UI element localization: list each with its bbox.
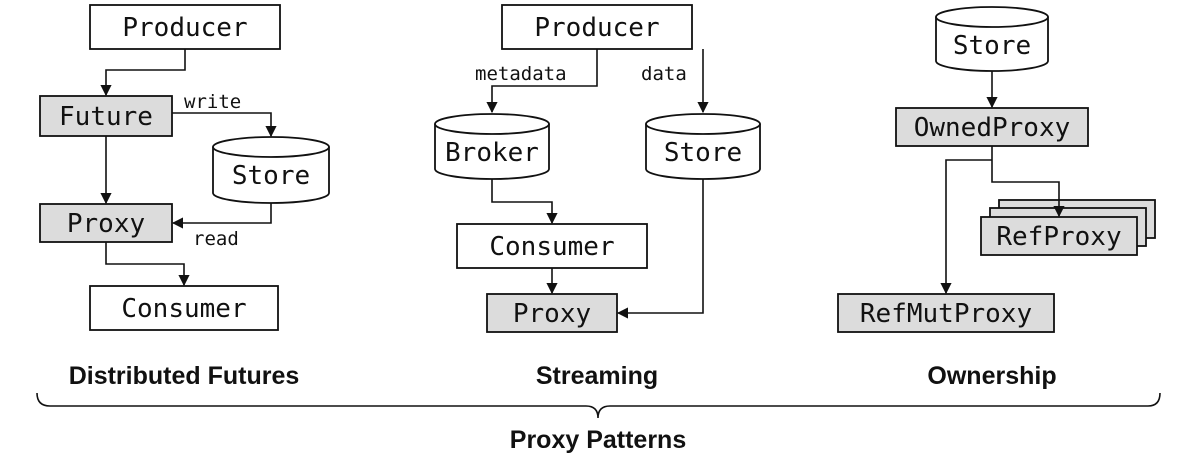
- futures-consumer-node: Consumer: [89, 285, 279, 331]
- footer-title: Proxy Patterns: [510, 426, 686, 454]
- futures-store-label: Store: [232, 161, 310, 191]
- ownership-owned-proxy-label: OwnedProxy: [914, 113, 1071, 143]
- streaming-proxy-label: Proxy: [513, 299, 591, 329]
- ownership-owned-proxy-node: OwnedProxy: [895, 107, 1089, 147]
- ownership-store-node: Store: [935, 6, 1049, 72]
- futures-producer-node: Producer: [89, 4, 281, 50]
- ownership-edge-owned-ref: [991, 146, 1065, 218]
- futures-write-label: write: [184, 91, 241, 113]
- ownership-ref-mut-proxy-label: RefMutProxy: [860, 299, 1032, 329]
- streaming-metadata-label: metadata: [475, 63, 567, 85]
- streaming-proxy-node: Proxy: [486, 293, 618, 333]
- futures-panel-title: Distributed Futures: [69, 362, 300, 390]
- futures-edge-producer-future: [100, 49, 186, 97]
- grouping-brace: [36, 392, 1161, 419]
- futures-future-label: Future: [59, 102, 153, 132]
- panel-streaming: Producer Broker Store Consumer Proxy met…: [434, 4, 761, 390]
- streaming-panel-title: Streaming: [536, 362, 658, 390]
- futures-proxy-label: Proxy: [67, 209, 145, 239]
- streaming-broker-label: Broker: [445, 138, 539, 168]
- streaming-producer-label: Producer: [534, 13, 659, 43]
- futures-producer-label: Producer: [122, 13, 247, 43]
- futures-store-node: Store: [212, 136, 330, 204]
- ownership-ref-proxy-label: RefProxy: [996, 222, 1121, 252]
- streaming-store-node: Store: [645, 113, 761, 180]
- streaming-edge-metadata: [486, 49, 598, 114]
- futures-consumer-label: Consumer: [121, 294, 246, 324]
- panel-distributed-futures: Producer Future Store Proxy Consumer wri…: [39, 4, 330, 390]
- futures-edge-proxy-consumer: [105, 242, 190, 287]
- ownership-edge-owned-refmut: [940, 159, 992, 295]
- streaming-consumer-node: Consumer: [456, 223, 648, 269]
- futures-edge-read: [171, 203, 272, 229]
- streaming-store-label: Store: [664, 138, 742, 168]
- streaming-data-label: data: [641, 63, 687, 85]
- streaming-consumer-label: Consumer: [489, 232, 614, 262]
- streaming-broker-node: Broker: [434, 113, 550, 180]
- ownership-panel-title: Ownership: [927, 362, 1056, 390]
- streaming-producer-node: Producer: [501, 4, 693, 50]
- futures-proxy-node: Proxy: [39, 203, 173, 243]
- ownership-ref-proxy-stack: RefProxy: [980, 199, 1156, 256]
- streaming-edge-store-proxy: [616, 179, 704, 319]
- futures-edge-write: [172, 112, 277, 138]
- ownership-ref-mut-proxy-node: RefMutProxy: [837, 293, 1055, 333]
- panel-ownership: Store OwnedProxy RefProxy RefMutProxy Ow…: [837, 6, 1156, 390]
- streaming-edge-broker-consumer: [491, 179, 558, 225]
- futures-read-label: read: [193, 228, 239, 250]
- futures-future-node: Future: [39, 95, 173, 137]
- ownership-store-label: Store: [953, 31, 1031, 61]
